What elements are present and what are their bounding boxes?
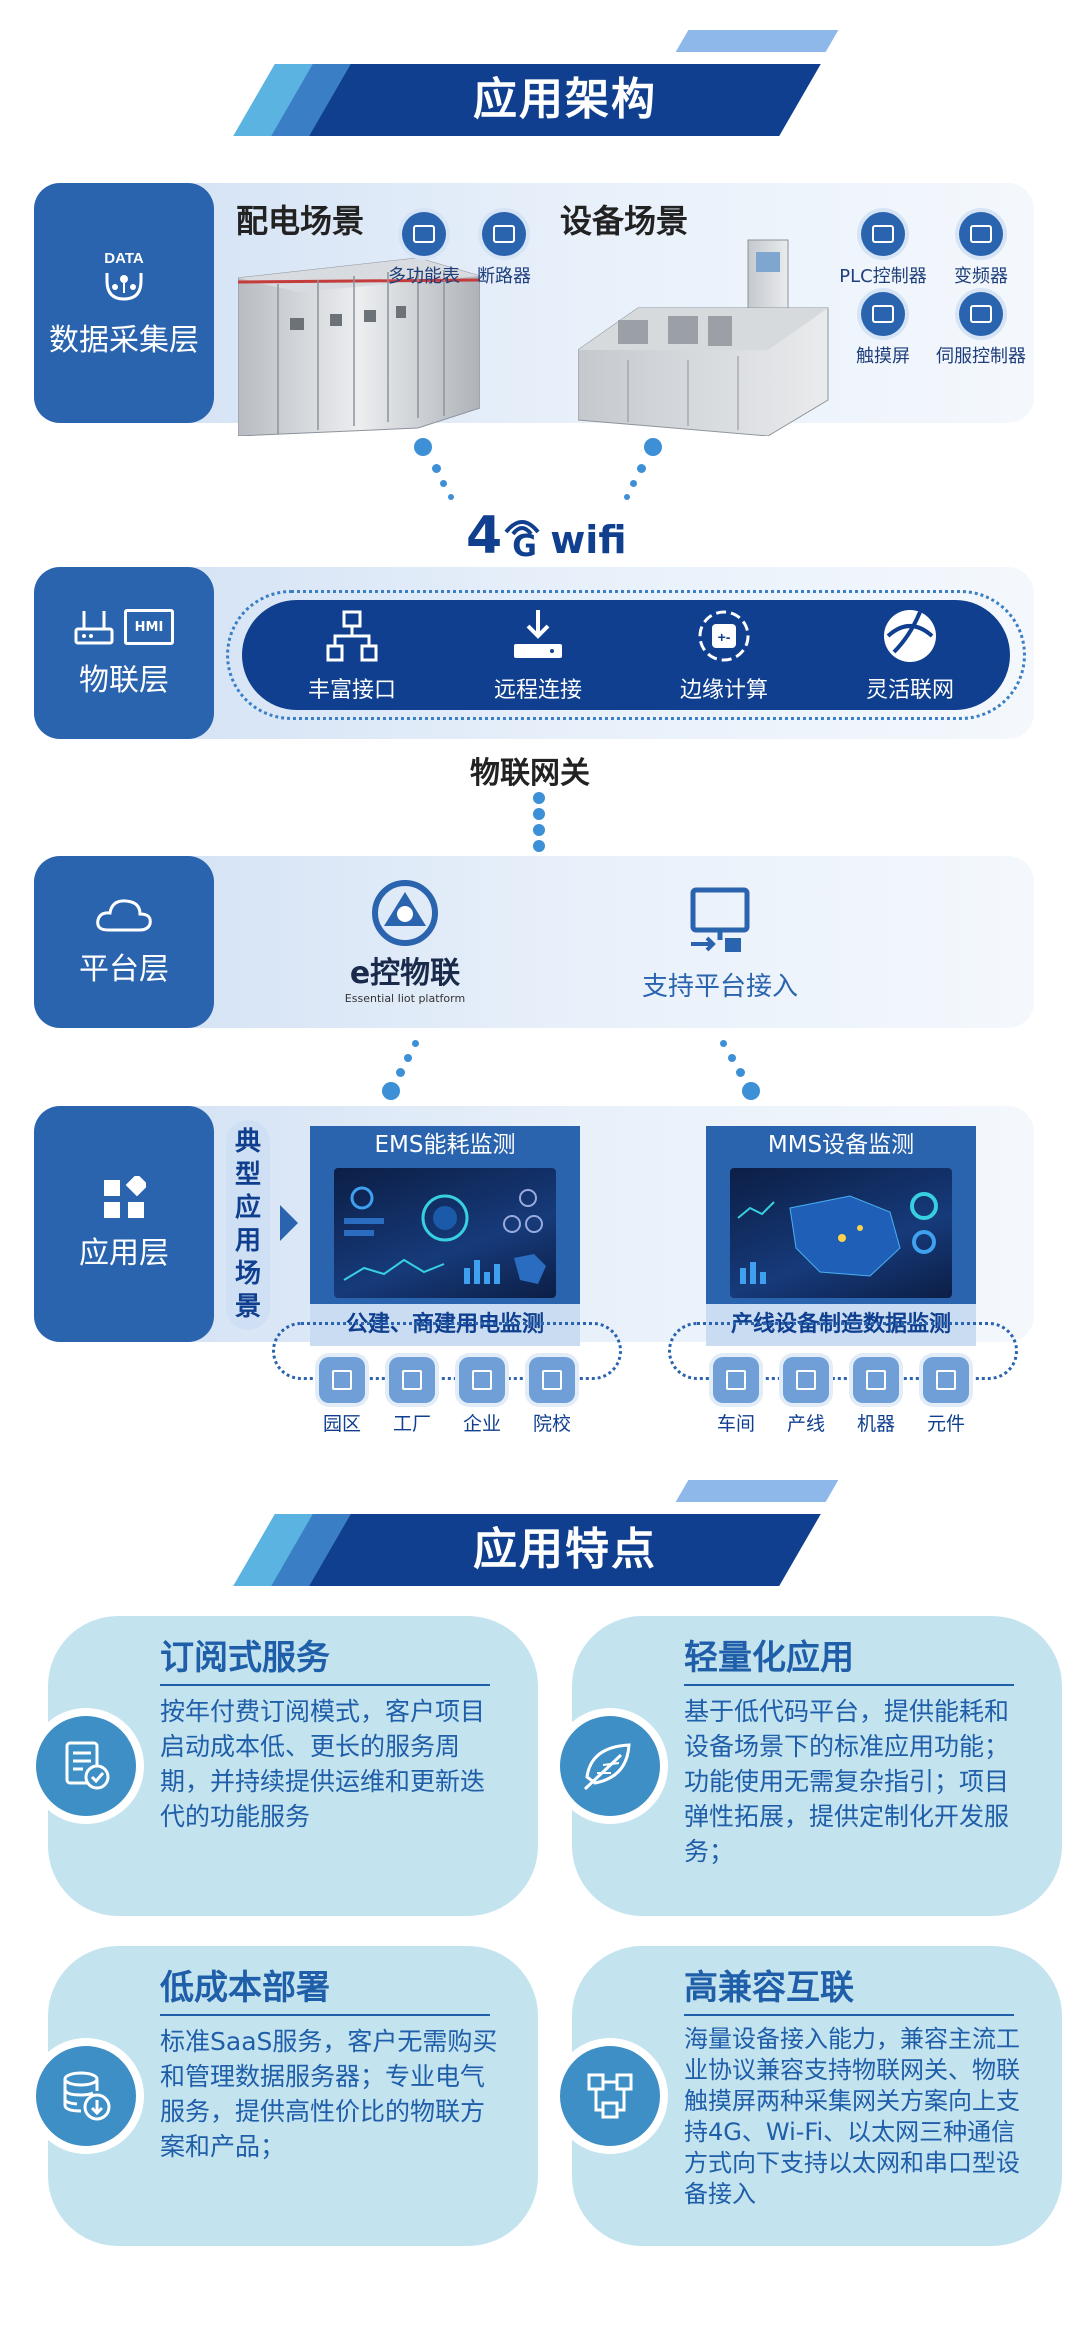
iot-layer-label: HMI 物联层 — [34, 567, 214, 739]
switchgear-cabinet-image — [238, 258, 480, 436]
monitor-access-icon — [690, 887, 750, 952]
hmi-icon: HMI — [124, 609, 174, 645]
scene-component: 元件 — [916, 1357, 976, 1436]
apps-grid-icon — [104, 1176, 146, 1218]
device-breaker: 断路器 — [449, 212, 559, 288]
platform-access: 支持平台接入 — [630, 886, 810, 1003]
device-plc: PLC控制器 — [828, 212, 938, 288]
scene-machine: 机器 — [846, 1357, 906, 1436]
e-iot-logo-icon — [372, 880, 438, 946]
database-download-icon — [63, 2071, 111, 2121]
gateway-label: 物联网关 — [470, 756, 590, 791]
iot-item-networking: 灵活联网 — [830, 606, 990, 704]
hierarchy-icon — [326, 610, 378, 662]
feather-icon — [583, 1743, 631, 1791]
iot-item-remote: 远程连接 — [458, 606, 618, 704]
network-nodes-icon — [587, 2073, 633, 2119]
scene-park: 园区 — [312, 1357, 372, 1436]
device-touchscreen: 触摸屏 — [828, 292, 938, 368]
scene-production-line: 产线 — [776, 1357, 836, 1436]
data-icon: DATA — [104, 250, 144, 301]
scene-enterprise: 企业 — [452, 1357, 512, 1436]
scene-school: 院校 — [522, 1357, 582, 1436]
feature-low-cost: 低成本部署 标准SaaS服务，客户无需购买和管理数据服务器；专业电气服务，提供高… — [28, 1946, 538, 2246]
feature-subscription: 订阅式服务 按年付费订阅模式，客户项目启动成本低、更长的服务周期，并持续提供运维… — [28, 1616, 538, 1916]
workshop-icon — [713, 1357, 759, 1403]
banner-title: 应用特点 — [473, 1524, 657, 1575]
scene-workshop: 车间 — [706, 1357, 766, 1436]
signal-icon — [504, 520, 540, 536]
meter-icon — [402, 212, 446, 256]
mms-dashboard-screenshot — [730, 1168, 952, 1298]
scene-factory: 工厂 — [382, 1357, 442, 1436]
device-servo-controller: 伺服控制器 — [926, 292, 1036, 368]
iot-item-edge: +- 边缘计算 — [644, 606, 804, 704]
power-scene-title: 配电场景 — [236, 202, 365, 240]
banner-architecture: 应用架构 — [0, 30, 1080, 170]
banner-deco — [675, 30, 839, 52]
edge-compute-icon: +- — [698, 610, 750, 662]
download-device-icon — [514, 610, 562, 658]
svg-text:DATA: DATA — [104, 250, 144, 267]
plc-icon — [861, 212, 905, 256]
banner-deco — [675, 1480, 839, 1502]
device-multifunction-meter: 多功能表 — [369, 212, 479, 288]
equipment-machine-image — [578, 239, 829, 436]
cloud-icon — [96, 899, 152, 932]
servo-icon — [959, 292, 1003, 336]
robot-arm-icon — [853, 1357, 899, 1403]
ems-dashboard-screenshot — [334, 1168, 556, 1298]
svg-text:+-: +- — [718, 629, 731, 645]
park-icon — [319, 1357, 365, 1403]
breaker-icon — [482, 212, 526, 256]
app-layer-label: 应用层 — [34, 1106, 214, 1342]
equipment-scene-title: 设备场景 — [560, 202, 689, 240]
conveyor-icon — [783, 1357, 829, 1403]
iot-pill — [242, 600, 1010, 710]
connection-4g-wifi: 4 G wifi — [466, 506, 627, 566]
inverter-icon — [959, 212, 1003, 256]
feature-compatibility: 高兼容互联 海量设备接入能力，兼容主流工业协议兼容支持物联网关、物联触摸屏两种采… — [552, 1946, 1062, 2246]
data-layer-label: DATA 数据采集层 — [34, 183, 214, 423]
router-icon — [74, 611, 114, 645]
chip-icon — [923, 1357, 969, 1403]
typical-scenes-label: 典 型 应 用 场 景 — [226, 1120, 270, 1330]
factory-icon — [389, 1357, 435, 1403]
iot-pill-border — [226, 590, 1026, 720]
device-inverter: 变频器 — [926, 212, 1036, 288]
banner-features: 应用特点 — [0, 1480, 1080, 1620]
arrow-right-icon — [280, 1205, 298, 1241]
platform-layer-label: 平台层 — [34, 856, 214, 1028]
e-iot-logo: e控物联 Essential Iiot platform — [330, 880, 480, 1005]
feature-lightweight: 轻量化应用 基于低代码平台，提供能耗和设备场景下的标准应用功能；功能使用无需复杂… — [552, 1616, 1062, 1916]
school-icon — [529, 1357, 575, 1403]
mms-card: MMS设备监测 产线设备制造数据监测 — [706, 1126, 976, 1346]
ems-card: EMS能耗监测 公建、商建用电监测 — [310, 1126, 580, 1346]
document-check-icon — [65, 1741, 110, 1790]
touchscreen-icon — [861, 292, 905, 336]
iot-item-interfaces: 丰富接口 — [272, 606, 432, 704]
globe-icon — [884, 610, 936, 662]
banner-title: 应用架构 — [473, 74, 657, 125]
building-icon — [459, 1357, 505, 1403]
